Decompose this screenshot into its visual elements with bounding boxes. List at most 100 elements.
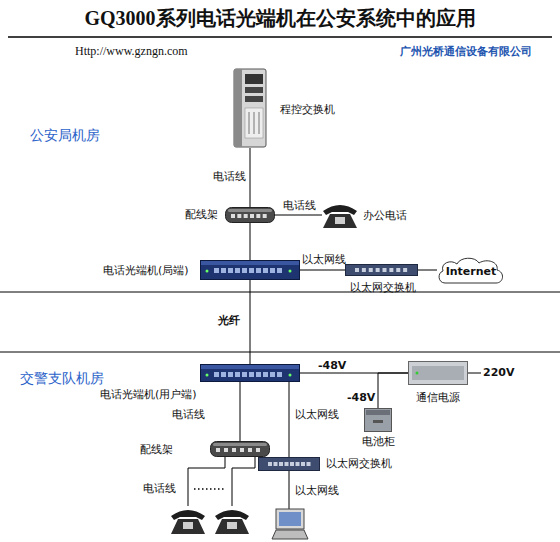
terminal-port [270, 268, 275, 273]
distribution-frame: 配线架 [210, 441, 270, 457]
switch-port [376, 268, 380, 272]
terminal-port [256, 372, 261, 377]
frame-port [224, 448, 228, 452]
diagram-title: GQ3000系列电话光端机在公安系统中的应用 [0, 5, 560, 31]
frame-port [256, 214, 260, 218]
laptop-base [272, 530, 308, 539]
switch-case [346, 265, 418, 276]
connector-line [378, 373, 408, 408]
laptop-display [279, 512, 301, 526]
terminal-top [201, 261, 299, 265]
phone-keypad [335, 217, 345, 224]
laptop-symbol [272, 509, 308, 539]
connector-line [289, 382, 290, 457]
server-bay [245, 74, 263, 84]
wire-label: 光纤 [218, 314, 240, 327]
distribution-frame: 配线架 [225, 207, 275, 223]
connector-line [300, 270, 345, 271]
server-side [234, 69, 242, 147]
terminal-port [263, 268, 268, 273]
phone-keypad [227, 522, 237, 529]
terminal-port [263, 372, 268, 377]
terminal-port [228, 268, 233, 273]
switch-port [389, 268, 393, 272]
terminal-led [206, 374, 209, 377]
node-label: 电话光端机(用户端) [100, 388, 197, 401]
node-label: 办公电话 [363, 209, 407, 222]
server-bay [245, 87, 263, 93]
switch-port [268, 462, 272, 466]
phone-handset [215, 510, 249, 520]
switch-port [279, 462, 283, 466]
terminal-top [201, 365, 299, 369]
server-panel [245, 108, 263, 138]
frame-port [232, 448, 236, 452]
frame-port [240, 448, 244, 452]
switch-case [259, 458, 320, 471]
phone-symbol [215, 510, 249, 534]
frame-port [248, 448, 252, 452]
optical-terminal: 电话光端机(局端) [200, 260, 300, 280]
phone-keypad [183, 522, 193, 529]
frame-body [226, 208, 275, 223]
node-label: 电池柜 [362, 435, 395, 448]
phone-body [215, 519, 249, 534]
frame-top [213, 443, 267, 446]
phone-body [171, 519, 205, 534]
terminal-port [242, 372, 247, 377]
power-case [409, 362, 468, 385]
switch-port [290, 462, 294, 466]
ethernet-wire [289, 471, 290, 509]
wire-label: -48V [318, 359, 346, 372]
phone-icon [322, 202, 358, 228]
frame-port [256, 448, 260, 452]
terminal-led [289, 270, 292, 273]
switch-port [369, 268, 373, 272]
terminal-port [214, 372, 219, 377]
sw-icon [258, 457, 320, 471]
optical-terminal: 电话光端机(用户端) [200, 364, 300, 382]
terminal-port [249, 372, 254, 377]
wire-label: 电话线 [213, 170, 246, 183]
switch-port [403, 268, 407, 272]
server-slot [259, 112, 260, 134]
switch-port [285, 462, 289, 466]
frame-port [231, 214, 235, 218]
connector-line [275, 215, 322, 216]
wire-label: 电话线 [283, 199, 316, 212]
terminal-port [256, 268, 261, 273]
terminal-port [228, 372, 233, 377]
node-label: 电话光端机(局端) [103, 264, 189, 277]
battery-cabinet: 电池柜 [364, 408, 392, 432]
connector-line [250, 148, 251, 207]
power-supply: 通信电源 [408, 361, 468, 385]
terminal-led [289, 374, 292, 377]
telephone: 办公电话 [322, 202, 358, 228]
mains-wire [468, 373, 481, 374]
frame-icon [225, 207, 275, 223]
switch-port [296, 462, 300, 466]
company-name: 广州光桥通信设备有限公司 [400, 45, 532, 58]
ethernet-switch: 以太网交换机 [258, 457, 320, 471]
phone-wire [232, 457, 255, 506]
sw-icon [345, 264, 418, 276]
wire-label: 电话线 [172, 408, 205, 421]
battery-top [366, 410, 390, 415]
node-label: 配线架 [140, 443, 173, 456]
frame-port [263, 214, 267, 218]
terminal-port [277, 268, 282, 273]
pbx-switch: 程控交换机 [233, 68, 267, 148]
server-case [234, 69, 266, 147]
phone-body [323, 214, 357, 228]
room-divider [0, 352, 560, 353]
power-led [416, 372, 419, 375]
switch-port [396, 268, 400, 272]
phone-wire [188, 457, 225, 506]
wire-label: 电话线 [143, 482, 176, 495]
server-slot [254, 112, 255, 134]
terminal-port [235, 372, 240, 377]
connector-line [250, 223, 251, 260]
server-bay [245, 96, 263, 102]
more-dots [194, 488, 226, 490]
